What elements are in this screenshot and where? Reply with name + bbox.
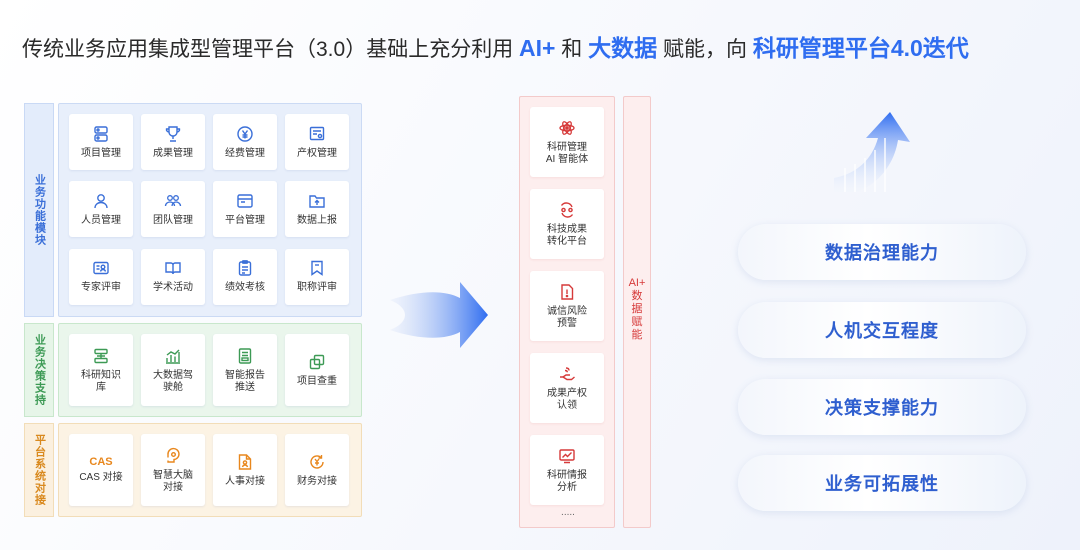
- capability-pill-extensibility: 业务可拓展性: [738, 455, 1026, 511]
- finance-icon: [308, 453, 326, 471]
- report-icon: [236, 347, 254, 365]
- bar-chart-icon: [164, 347, 182, 365]
- clipboard-icon: [236, 259, 254, 277]
- platform-integration-panel: CAS CAS 对接 智慧大脑 对接 人事对接 财务对接: [58, 423, 362, 517]
- document-person-icon: [236, 453, 254, 471]
- project-icon: [92, 125, 110, 143]
- ai-capability-column: 科研管理 AI 智能体 科技成果 转化平台 诚信风险 预警 成果产权 认领 科研…: [519, 96, 615, 528]
- capability-pill-human-machine: 人机交互程度: [738, 302, 1026, 358]
- module-card-team[interactable]: 团队管理: [141, 181, 205, 238]
- module-card-title-review[interactable]: 职称评审: [285, 248, 349, 305]
- integration-card-hr[interactable]: 人事对接: [213, 434, 277, 506]
- module-card-personnel[interactable]: 人员管理: [69, 181, 133, 238]
- decision-card-knowledge-base[interactable]: 科研知识 库: [69, 334, 133, 406]
- group-label-business: 业务功能模块: [24, 103, 54, 317]
- ai-data-empower-label: AI+ 数 据 赋 能: [623, 96, 651, 528]
- warning-file-icon: [558, 283, 576, 301]
- bookmark-icon: [308, 259, 326, 277]
- page-title: 传统业务应用集成型管理平台（3.0）基础上充分利用 AI+ 和 大数据 赋能，向…: [22, 35, 969, 61]
- certificate-icon: [308, 125, 326, 143]
- ai-card-ip-claim[interactable]: 成果产权 认领: [530, 353, 604, 423]
- module-card-platform[interactable]: 平台管理: [213, 181, 277, 238]
- module-card-expert-review[interactable]: 专家评审: [69, 248, 133, 305]
- integration-card-smart-brain[interactable]: 智慧大脑 对接: [141, 434, 205, 506]
- title-highlight-bigdata: 大数据: [588, 35, 658, 61]
- module-card-project[interactable]: 项目管理: [69, 114, 133, 170]
- decision-card-duplicate-check[interactable]: 项目查重: [285, 334, 349, 406]
- trophy-icon: [164, 125, 182, 143]
- database-icon: [92, 347, 110, 365]
- module-card-academic[interactable]: 学术活动: [141, 248, 205, 305]
- platform-integration-group: 平台系统对接 CAS CAS 对接 智慧大脑 对接 人事对接 财务对接: [24, 423, 362, 517]
- decision-card-report-push[interactable]: 智能报告 推送: [213, 334, 277, 406]
- group-label-decision: 业务决策支持: [24, 323, 54, 417]
- module-card-achievement[interactable]: 成果管理: [141, 114, 205, 170]
- transition-arrow-icon: [390, 282, 488, 348]
- analysis-chart-icon: [558, 447, 576, 465]
- integration-card-cas[interactable]: CAS CAS 对接: [69, 434, 133, 506]
- yen-coin-icon: [236, 125, 254, 143]
- hand-claim-icon: [558, 365, 576, 383]
- capability-pill-decision-support: 决策支撑能力: [738, 379, 1026, 435]
- ai-card-agent[interactable]: 科研管理 AI 智能体: [530, 107, 604, 177]
- cas-text-icon: CAS: [89, 456, 113, 468]
- ai-card-integrity-warning[interactable]: 诚信风险 预警: [530, 271, 604, 341]
- module-card-ip[interactable]: 产权管理: [285, 114, 349, 170]
- title-highlight-ai: AI+: [519, 35, 556, 61]
- team-icon: [164, 192, 182, 210]
- business-modules-group: 业务功能模块 项目管理 成果管理 经费管理 产权管理 人员管理 团队管理 平台管…: [24, 103, 362, 317]
- open-book-icon: [164, 259, 182, 277]
- person-icon: [92, 192, 110, 210]
- duplicate-icon: [308, 353, 326, 371]
- decision-support-group: 业务决策支持 科研知识 库 大数据驾 驶舱 智能报告 推送 项目查重: [24, 323, 362, 417]
- ai-more-ellipsis: .....: [561, 507, 575, 518]
- decision-support-panel: 科研知识 库 大数据驾 驶舱 智能报告 推送 项目查重: [58, 323, 362, 417]
- integration-card-finance[interactable]: 财务对接: [285, 434, 349, 506]
- business-modules-panel: 项目管理 成果管理 经费管理 产权管理 人员管理 团队管理 平台管理 数据上报: [58, 103, 362, 317]
- decision-card-cockpit[interactable]: 大数据驾 驶舱: [141, 334, 205, 406]
- expert-card-icon: [92, 259, 110, 277]
- growth-arrow-icon: [834, 112, 910, 192]
- module-card-performance[interactable]: 绩效考核: [213, 248, 277, 305]
- transform-icon: [558, 201, 576, 219]
- title-highlight-platform: 科研管理平台4.0迭代: [752, 35, 969, 61]
- atom-icon: [558, 119, 576, 137]
- ai-card-intel-analysis[interactable]: 科研情报 分析: [530, 435, 604, 505]
- ai-card-transfer-platform[interactable]: 科技成果 转化平台: [530, 189, 604, 259]
- folder-upload-icon: [308, 192, 326, 210]
- module-card-funding[interactable]: 经费管理: [213, 114, 277, 170]
- capability-pill-data-governance: 数据治理能力: [738, 224, 1026, 280]
- browser-window-icon: [236, 192, 254, 210]
- brain-icon: [164, 447, 182, 465]
- module-card-data-report[interactable]: 数据上报: [285, 181, 349, 238]
- group-label-integration: 平台系统对接: [24, 423, 54, 517]
